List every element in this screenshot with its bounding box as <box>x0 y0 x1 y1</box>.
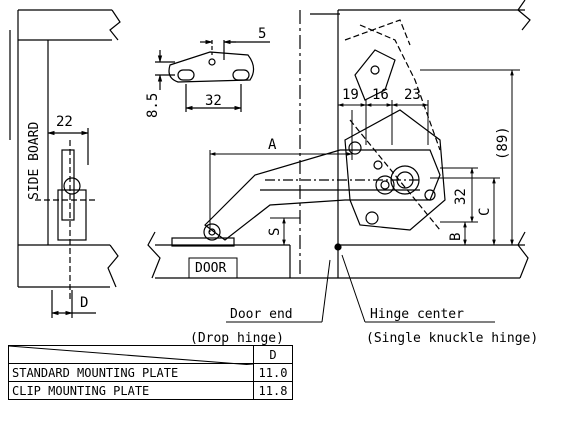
hinge-center-label: Hinge center <box>370 307 464 322</box>
table-row-value: 11.8 <box>253 381 293 400</box>
single-knuckle-label: (Single knuckle hinge) <box>366 331 538 346</box>
table-row-name: STANDARD MOUNTING PLATE <box>8 363 254 382</box>
table-header-row: D <box>8 345 293 365</box>
dim-a: A <box>268 137 277 153</box>
table-header-d: D <box>253 345 293 364</box>
dim-32-vertical: 32 <box>453 188 469 205</box>
dim-8-5: 8.5 <box>145 93 161 118</box>
table-row: CLIP MOUNTING PLATE 11.8 <box>8 381 293 400</box>
dim-23: 23 <box>404 87 421 103</box>
table-row-value: 11.0 <box>253 363 293 382</box>
dim-b: B <box>448 233 464 241</box>
dim-s: S <box>267 228 283 236</box>
drop-hinge-label: (Drop hinge) <box>190 331 284 346</box>
dim-22: 22 <box>56 114 73 130</box>
dim-89: (89) <box>495 126 511 160</box>
dim-16: 16 <box>372 87 389 103</box>
dim-19: 19 <box>342 87 359 103</box>
side-board-label: SIDE BOARD <box>27 122 42 200</box>
door-label: DOOR <box>195 261 226 276</box>
main-dimensions <box>209 69 520 323</box>
hinge-arm <box>171 19 446 251</box>
table-row: STANDARD MOUNTING PLATE 11.0 <box>8 363 293 382</box>
dimension-table: D STANDARD MOUNTING PLATE 11.0 CLIP MOUN… <box>8 345 293 400</box>
table-corner-cell <box>8 345 254 365</box>
side-view <box>9 9 121 318</box>
mounting-plate <box>155 39 270 112</box>
door-end-label: Door end <box>230 307 293 322</box>
dim-5: 5 <box>258 26 266 42</box>
dim-c: C <box>477 208 493 216</box>
dim-32-top: 32 <box>205 93 222 109</box>
table-row-name: CLIP MOUNTING PLATE <box>8 381 254 400</box>
dim-d: D <box>80 295 88 311</box>
